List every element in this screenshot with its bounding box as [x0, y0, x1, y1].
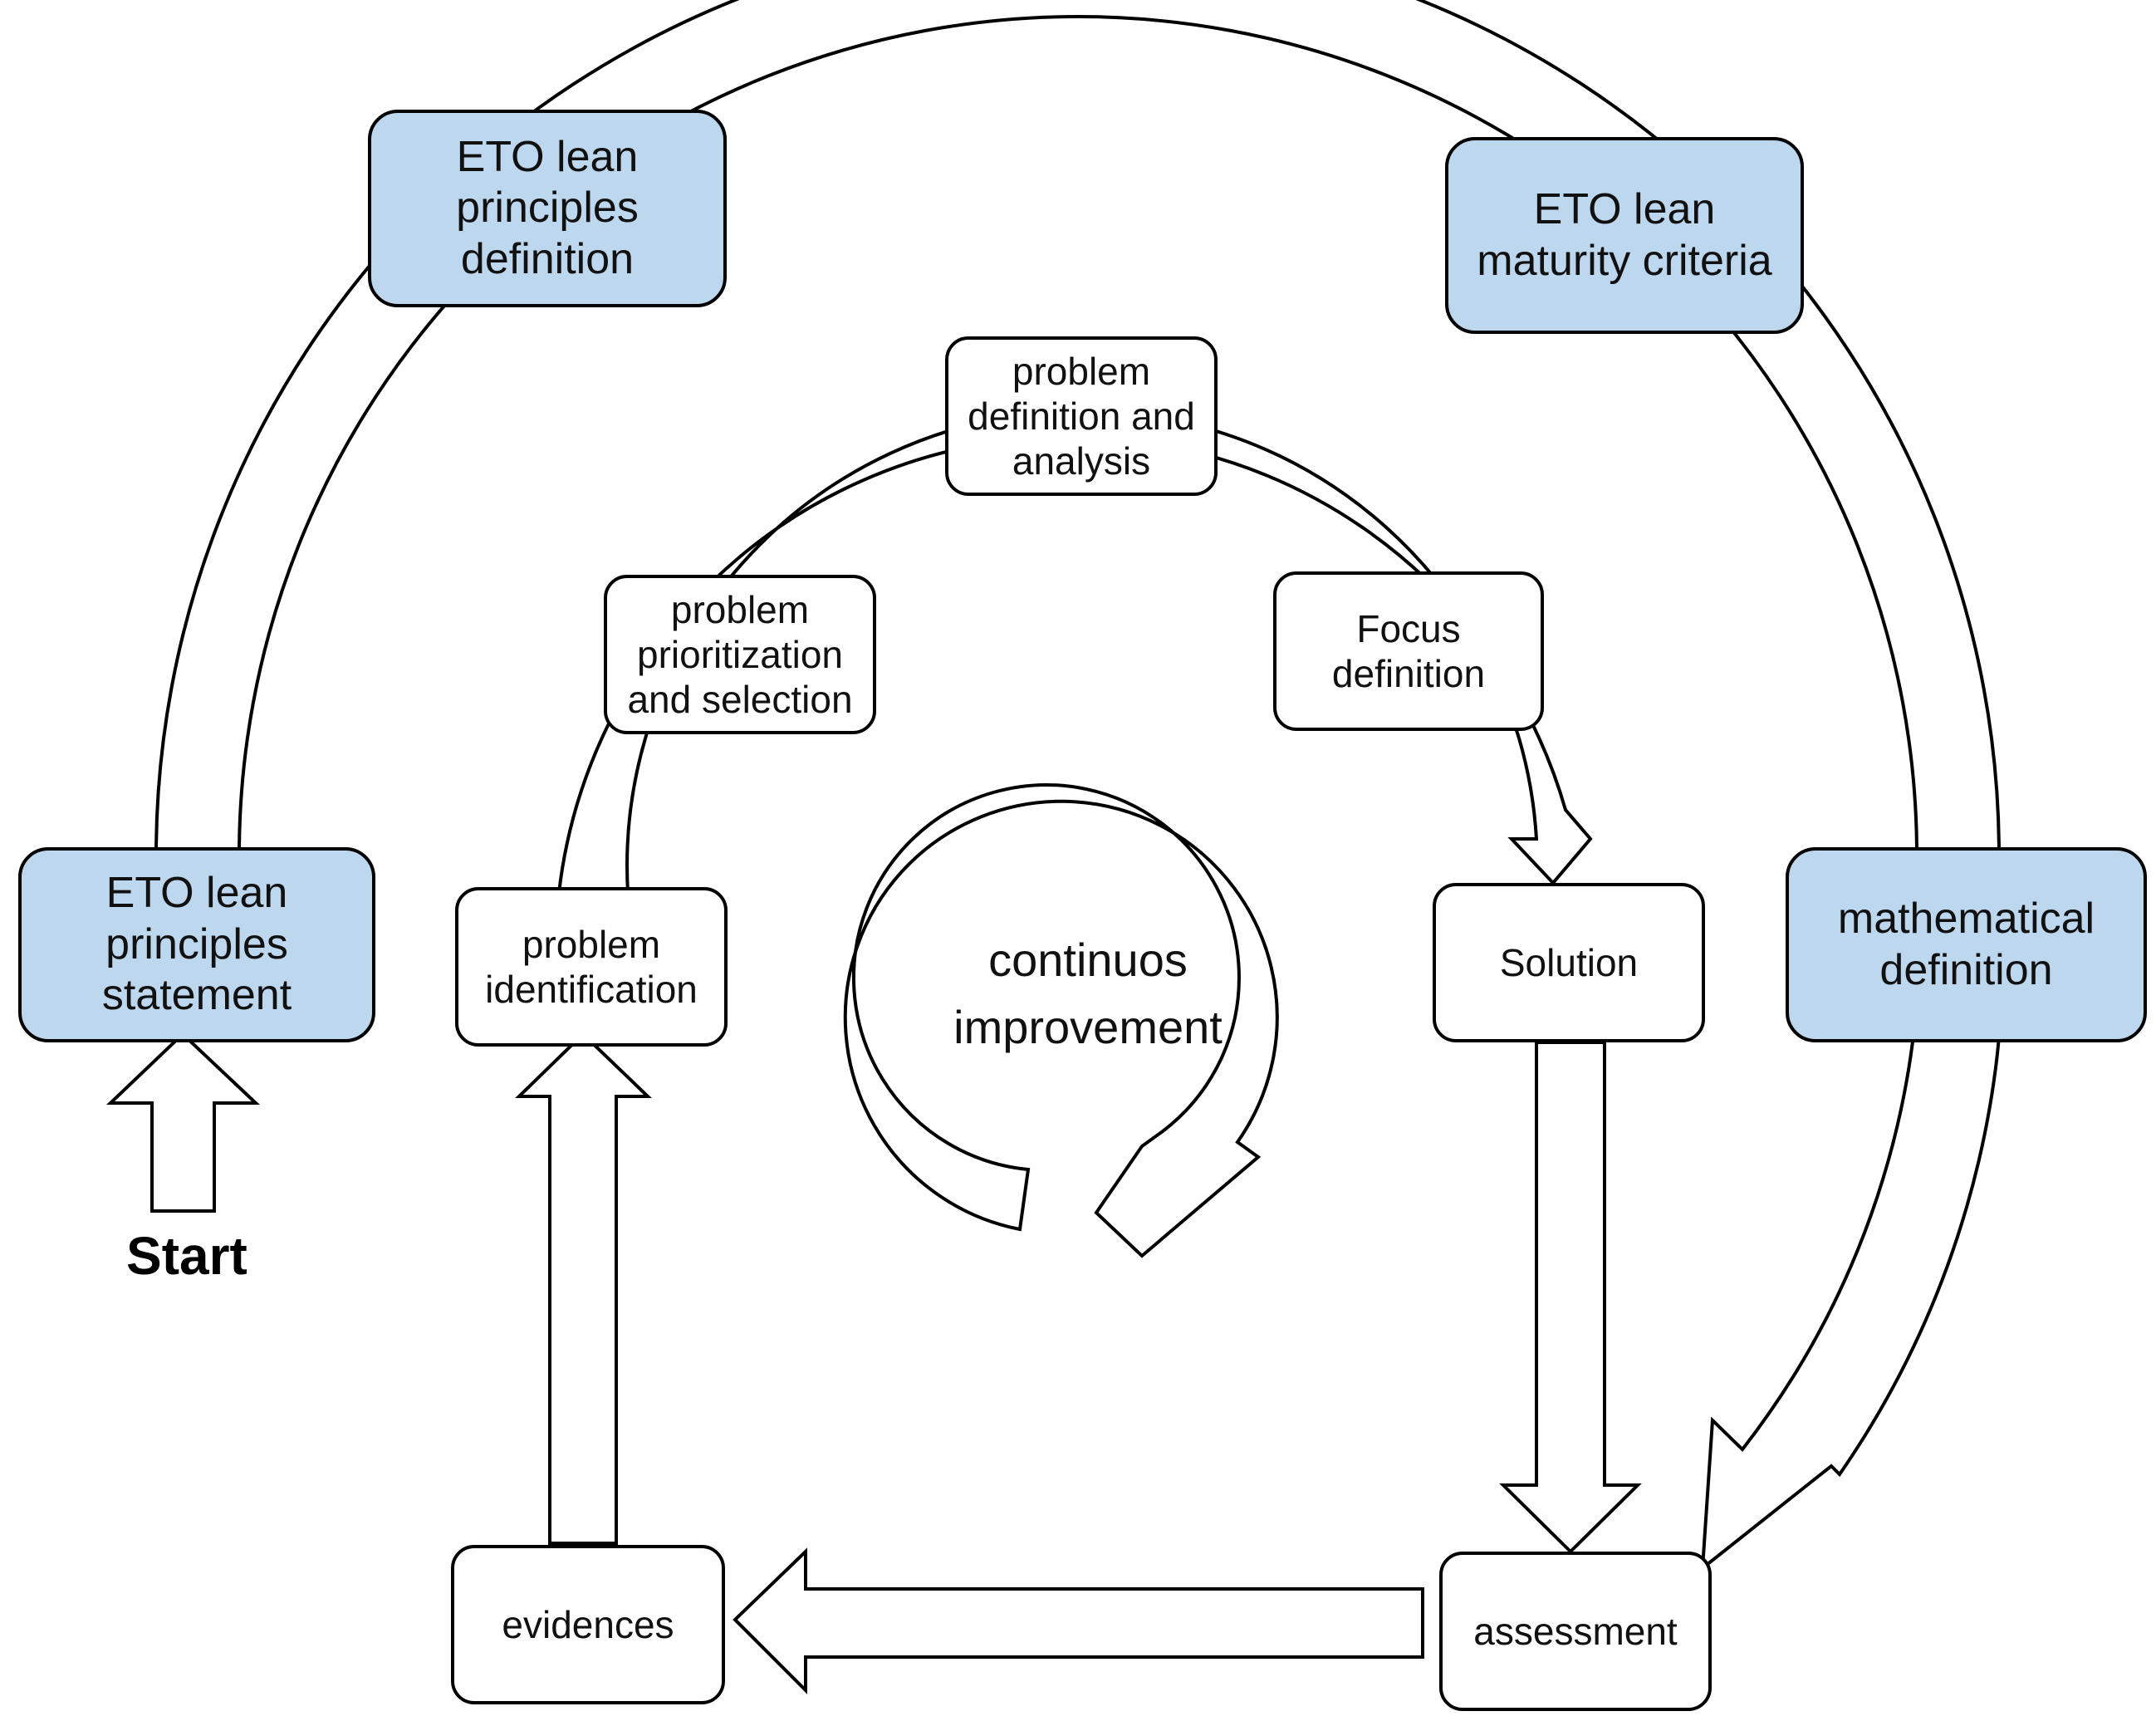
node-assessment-label: assessment — [1473, 1609, 1678, 1653]
node-evidences-label: evidences — [502, 1602, 674, 1646]
node-focus-definition-label: Focus definition — [1331, 606, 1486, 695]
node-problem-definition-label: problem definition and analysis — [968, 349, 1195, 483]
node-maturity-criteria: ETO lean maturity criteria — [1445, 137, 1804, 334]
assessment-to-evidences-arrow — [733, 1547, 1424, 1694]
outer-ring-arrow — [154, 0, 2005, 1572]
start-arrow — [106, 1032, 261, 1213]
node-focus-definition: Focus definition — [1273, 571, 1544, 731]
node-mathematical-definition-label: mathematical definition — [1837, 895, 2095, 994]
node-problem-identification-label: problem identification — [485, 922, 698, 1011]
node-principles-statement: ETO lean principles statement — [18, 847, 375, 1042]
node-assessment: assessment — [1439, 1552, 1712, 1711]
node-principles-definition-label: ETO lean principles definition — [456, 132, 639, 283]
node-problem-definition: problem definition and analysis — [945, 336, 1218, 496]
node-evidences: evidences — [451, 1545, 725, 1704]
node-principles-definition: ETO lean principles definition — [368, 110, 727, 307]
inner-ring-arrow — [556, 409, 1593, 895]
node-solution: Solution — [1433, 883, 1705, 1042]
node-solution-label: Solution — [1499, 940, 1639, 984]
node-problem-prioritization: problem prioritization and selection — [604, 575, 876, 734]
continuous-improvement-cycle — [843, 783, 1279, 1258]
solution-to-assessment-arrow — [1499, 1041, 1642, 1554]
start-label: Start — [126, 1226, 247, 1286]
node-problem-identification: problem identification — [455, 887, 728, 1047]
node-maturity-criteria-label: ETO lean maturity criteria — [1477, 185, 1772, 285]
node-principles-statement-label: ETO lean principles statement — [101, 869, 292, 1020]
center-label: continuos improvement — [953, 934, 1223, 1054]
node-mathematical-definition: mathematical definition — [1786, 847, 2147, 1042]
node-problem-prioritization-label: problem prioritization and selection — [627, 587, 853, 722]
evidences-to-identification-arrow — [515, 1032, 652, 1545]
